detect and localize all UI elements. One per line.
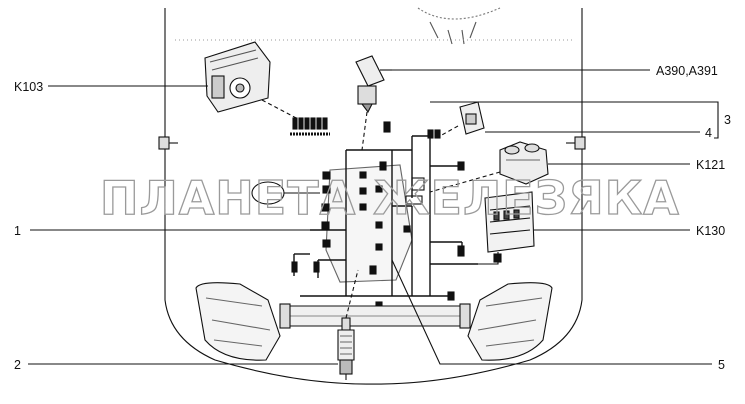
label-a390-a391: A390,A391 (656, 64, 718, 78)
fuse-dashed (439, 125, 459, 137)
label-k103: K103 (14, 80, 43, 94)
leader-5 (391, 259, 712, 365)
label-k121: K121 (696, 158, 725, 172)
harness-connectors (291, 121, 465, 311)
ignition-coil-k121 (499, 141, 549, 185)
label-k130: K130 (696, 224, 725, 238)
sensor-loop (251, 181, 320, 205)
steering-hub (429, 21, 477, 45)
ecu-connector-pins (290, 117, 330, 136)
fuse-component (459, 101, 485, 135)
engine-block (325, 164, 413, 283)
leader-3-bracket (714, 101, 719, 139)
left-headlight (195, 282, 281, 361)
label-3: 3 (724, 113, 731, 127)
k130-lead-connector (493, 253, 502, 263)
steering-wheel-hint (417, 7, 501, 20)
coil-dashed (429, 171, 501, 193)
injector-dashed (361, 111, 368, 151)
spark-plug-dashed (345, 269, 359, 319)
car-body-outline (164, 8, 583, 385)
label-5: 5 (718, 358, 725, 372)
right-mount (566, 136, 586, 150)
right-headlight (467, 282, 553, 361)
label-4: 4 (705, 126, 712, 140)
watermark-text: ПЛАНЕТА ЖЕЛЕЗЯКА (100, 171, 680, 225)
spark-plug (337, 317, 355, 380)
ecu-harness-dashed (261, 99, 301, 121)
injector-a390 (355, 55, 392, 114)
label-1: 1 (14, 224, 21, 238)
ecu-k103 (204, 41, 271, 113)
block-k130 (484, 191, 535, 253)
radiator-crossbar (279, 303, 471, 329)
left-mount (158, 136, 178, 150)
label-2: 2 (14, 358, 21, 372)
